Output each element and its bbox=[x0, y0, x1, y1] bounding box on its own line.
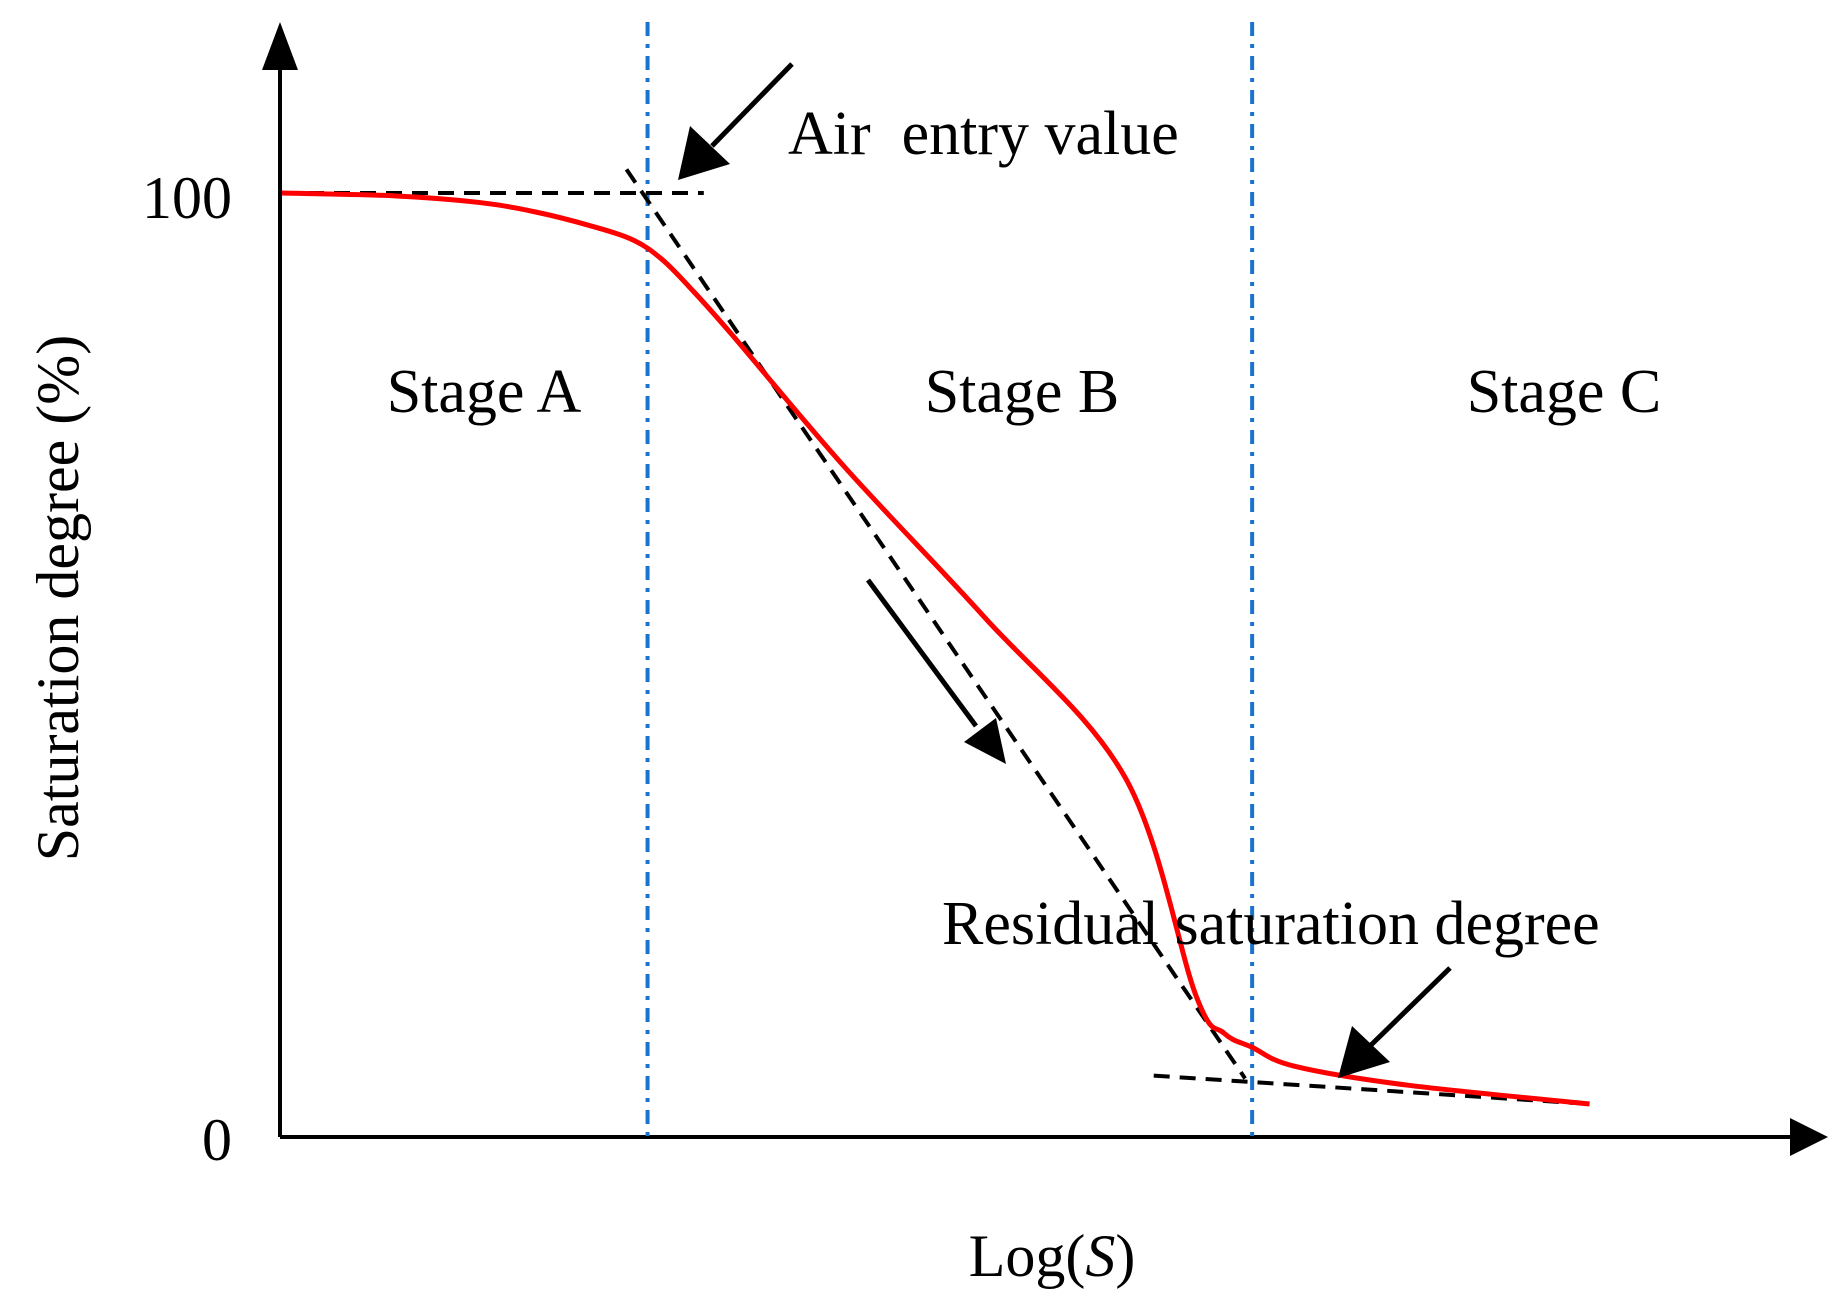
tangent-line-2 bbox=[624, 168, 1247, 1080]
annotation-air-entry-value: Air entry value bbox=[788, 100, 1179, 168]
y-axis-label: Saturation degree (%) bbox=[25, 335, 91, 861]
x-axis-label: Log(S) bbox=[969, 1223, 1136, 1289]
stage-a-label: Stage A bbox=[387, 358, 582, 426]
x-axis-label-variable: S bbox=[1085, 1223, 1115, 1289]
drying-direction-arrow bbox=[865, 578, 1006, 764]
annotation-residual-saturation-degree: Residual saturation degree bbox=[942, 890, 1600, 958]
y-axis-arrowhead bbox=[262, 22, 298, 70]
residual-saturation-arrow bbox=[1338, 966, 1452, 1078]
y-tick-label-100: 100 bbox=[142, 165, 232, 231]
x-axis-label-prefix: Log( bbox=[969, 1223, 1086, 1289]
air-entry-arrow bbox=[678, 62, 794, 180]
stage-c-label: Stage C bbox=[1467, 358, 1662, 426]
y-tick-label-0: 0 bbox=[202, 1107, 232, 1173]
stage-b-label: Stage B bbox=[925, 358, 1120, 426]
swcc-curve-series-1 bbox=[281, 190, 1590, 1107]
x-axis-arrowhead bbox=[1790, 1118, 1828, 1156]
x-axis-label-suffix: ) bbox=[1115, 1223, 1135, 1289]
tangent-line-3 bbox=[1153, 1073, 1590, 1106]
